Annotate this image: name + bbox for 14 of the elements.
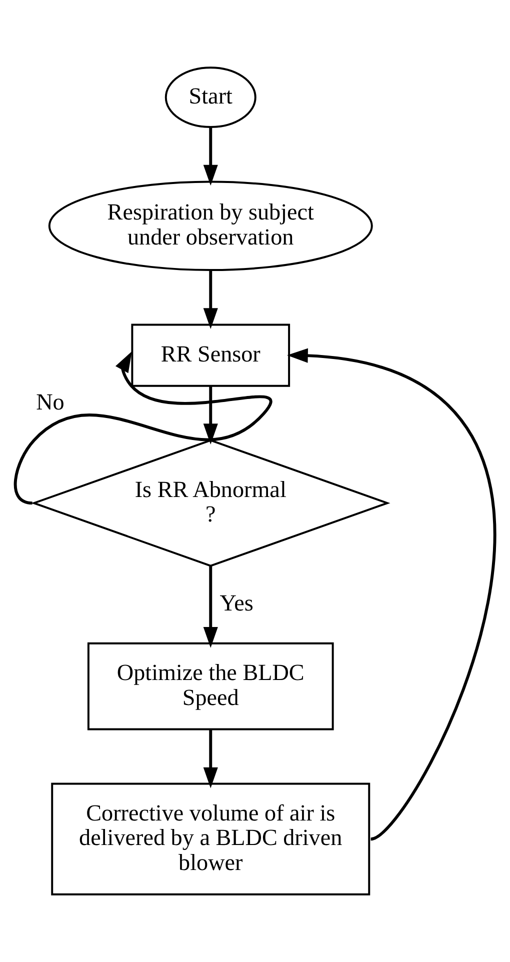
arrow (203, 730, 218, 788)
edge-label: No (36, 388, 64, 414)
arrow (203, 270, 218, 329)
node-box: Corrective volume of air is delivered by a BLDC driven blower (51, 782, 370, 896)
node-diamond: Is RR Abnormal ? (31, 439, 390, 567)
edge-label: Yes (220, 590, 254, 616)
arrow (203, 127, 218, 186)
node-ellipse: Start (164, 66, 256, 128)
arrow (287, 348, 496, 840)
arrow (203, 386, 218, 444)
node-ellipse: Respiration by subject under observation (48, 180, 373, 272)
node-box: RR Sensor (131, 324, 290, 387)
node-box: Optimize the BLDC Speed (87, 642, 334, 730)
arrow (203, 566, 218, 648)
